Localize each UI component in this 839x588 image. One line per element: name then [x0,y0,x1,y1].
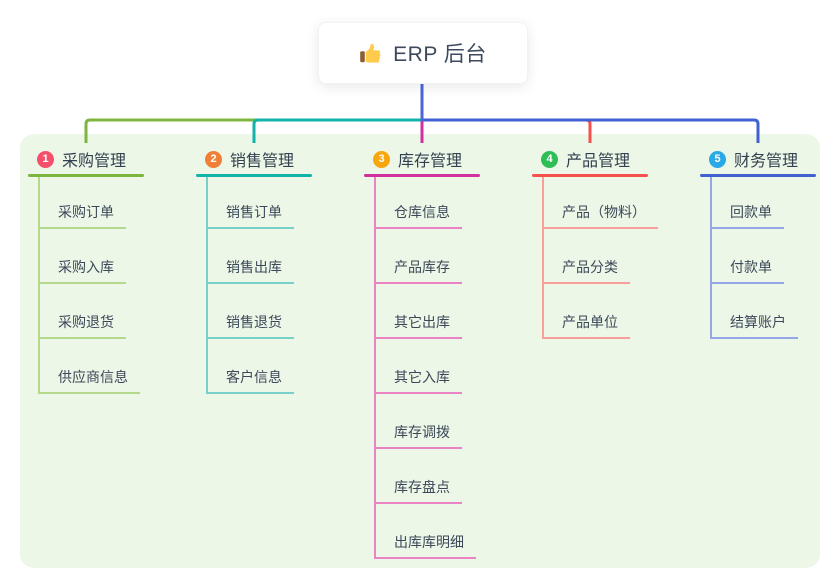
child-node[interactable]: 产品分类 [544,229,630,284]
branch-children-group: 销售订单销售出库销售退货客户信息 [206,177,294,394]
child-node[interactable]: 产品（物料） [544,177,658,229]
branch-node-1[interactable]: 1 采购管理 [37,147,126,171]
branch-underline [364,174,480,177]
branch-children-group: 仓库信息产品库存其它出库其它入库库存调拨库存盘点出库库明细 [374,177,476,559]
child-node[interactable]: 其它出库 [376,284,462,339]
root-node-title: ERP 后台 [393,43,487,66]
branch-children-group: 产品（物料）产品分类产品单位 [542,177,658,339]
branches-background-panel [20,134,820,568]
branch-number-badge: 5 [709,150,726,168]
child-node[interactable]: 付款单 [712,229,784,284]
root-node[interactable]: ERP 后台 [318,22,528,84]
child-node[interactable]: 供应商信息 [40,339,140,394]
child-node[interactable]: 采购入库 [40,229,126,284]
child-node[interactable]: 产品单位 [544,284,630,339]
child-node[interactable]: 销售出库 [208,229,294,284]
branch-underline [532,174,648,177]
branch-node-label: 销售管理 [230,153,295,170]
branch-number-badge: 2 [205,150,222,168]
branch-node-5[interactable]: 5 财务管理 [709,147,798,171]
child-node[interactable]: 仓库信息 [376,177,462,229]
branch-number-badge: 4 [541,150,558,168]
child-node[interactable]: 库存调拨 [376,394,462,449]
branch-node-4[interactable]: 4 产品管理 [541,147,630,171]
thumbs-up-icon [359,41,383,65]
branch-underline [700,174,816,177]
branch-underline [28,174,144,177]
child-node[interactable]: 库存盘点 [376,449,462,504]
branch-node-label: 采购管理 [62,153,127,170]
branch-number-badge: 3 [373,150,390,168]
child-node[interactable]: 采购订单 [40,177,126,229]
branch-node-2[interactable]: 2 销售管理 [205,147,294,171]
branch-children-group: 回款单付款单结算账户 [710,177,798,339]
child-node[interactable]: 客户信息 [208,339,294,394]
child-node[interactable]: 销售订单 [208,177,294,229]
branch-underline [196,174,312,177]
branch-node-label: 财务管理 [734,153,799,170]
branch-number-badge: 1 [37,150,54,168]
child-node[interactable]: 出库库明细 [376,504,476,559]
child-node[interactable]: 其它入库 [376,339,462,394]
child-node[interactable]: 回款单 [712,177,784,229]
child-node[interactable]: 产品库存 [376,229,462,284]
branch-children-group: 采购订单采购入库采购退货供应商信息 [38,177,140,394]
branch-node-label: 产品管理 [566,153,631,170]
branch-node-3[interactable]: 3 库存管理 [373,147,462,171]
child-node[interactable]: 销售退货 [208,284,294,339]
child-node[interactable]: 采购退货 [40,284,126,339]
child-node[interactable]: 结算账户 [712,284,798,339]
branch-node-label: 库存管理 [398,153,463,170]
